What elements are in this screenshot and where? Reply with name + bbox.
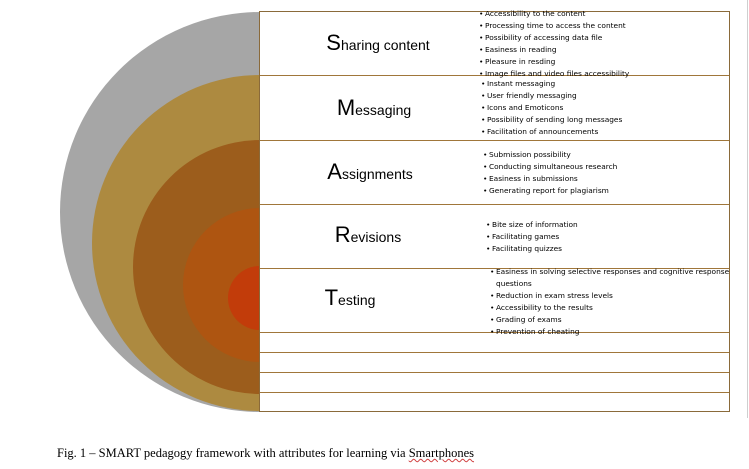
bullet-item: Generating report for plagiarism [483, 185, 617, 197]
bullet-item: Bite size of information [486, 219, 578, 231]
row-title-rest: essaging [355, 102, 412, 118]
bullet-item: Pleasure in resding [479, 56, 629, 68]
row-title-rest: esting [338, 292, 376, 308]
bullet-item: Reduction in exam stress levels [490, 290, 730, 302]
bullet-item: Possibility of sending long messages [481, 114, 622, 126]
bullet-list-assignments: Submission possibility Conducting simult… [483, 149, 617, 197]
caption-underlined-word: Smartphones [408, 446, 475, 460]
bullet-list-sharing: Accessibility to the content Processing … [479, 8, 629, 80]
row-title-revisions: Revisions [278, 222, 458, 248]
row-initial: M [336, 95, 356, 120]
bullet-item: Facilitating games [486, 231, 578, 243]
bullet-list-revisions: Bite size of information Facilitating ga… [486, 219, 578, 255]
divider-7 [260, 372, 729, 373]
attribute-table: Sharing content Accessibility to the con… [259, 8, 730, 412]
bullet-item: Accessibility to the results [490, 302, 730, 314]
bullet-item: Processing time to access the content [479, 20, 629, 32]
bullet-list-messaging: Instant messaging User friendly messagin… [481, 78, 622, 138]
row-initial: S [326, 30, 341, 55]
row-title-testing: Testing [260, 285, 440, 311]
row-title-rest: ssignments [341, 166, 413, 182]
bullet-item: Conducting simultaneous research [483, 161, 617, 173]
bullet-item: Easiness in reading [479, 44, 629, 56]
row-title-rest: evisions [350, 229, 402, 245]
divider-2 [260, 140, 729, 141]
divider-3 [260, 204, 729, 205]
bullet-item: Grading of exams [490, 314, 730, 326]
row-initial: A [327, 159, 342, 184]
bullet-item: User friendly messaging [481, 90, 622, 102]
row-initial: T [324, 285, 339, 310]
bullet-list-testing: Easiness in solving selective responses … [490, 266, 730, 338]
row-title-sharing: Sharing content [288, 30, 468, 56]
ring-core [228, 266, 260, 330]
row-title-messaging: Messaging [284, 95, 464, 121]
bullet-item: Possibility of accessing data file [479, 32, 629, 44]
bullet-item: Submission possibility [483, 149, 617, 161]
row-title-rest: haring content [340, 37, 430, 53]
bullet-item: Image files and video files accessibilit… [479, 68, 629, 80]
divider-8 [260, 392, 729, 393]
bullet-item: Facilitation of announcements [481, 126, 622, 138]
bullet-item: Easiness in solving selective responses … [490, 266, 730, 290]
nested-semicircles [60, 12, 260, 412]
bullet-item: Accessibility to the content [479, 8, 629, 20]
bullet-item: Icons and Emoticons [481, 102, 622, 114]
caption-text: Fig. 1 – SMART pedagogy framework with a… [57, 446, 409, 460]
figure-caption: Fig. 1 – SMART pedagogy framework with a… [57, 446, 474, 461]
row-title-assignments: Assignments [280, 159, 460, 185]
bullet-item: Prevention of cheating [490, 326, 730, 338]
bullet-item: Instant messaging [481, 78, 622, 90]
page-border [747, 0, 748, 418]
bullet-item: Facilitating quizzes [486, 243, 578, 255]
row-initial: R [334, 222, 351, 247]
bullet-item: Easiness in submissions [483, 173, 617, 185]
divider-6 [260, 352, 729, 353]
